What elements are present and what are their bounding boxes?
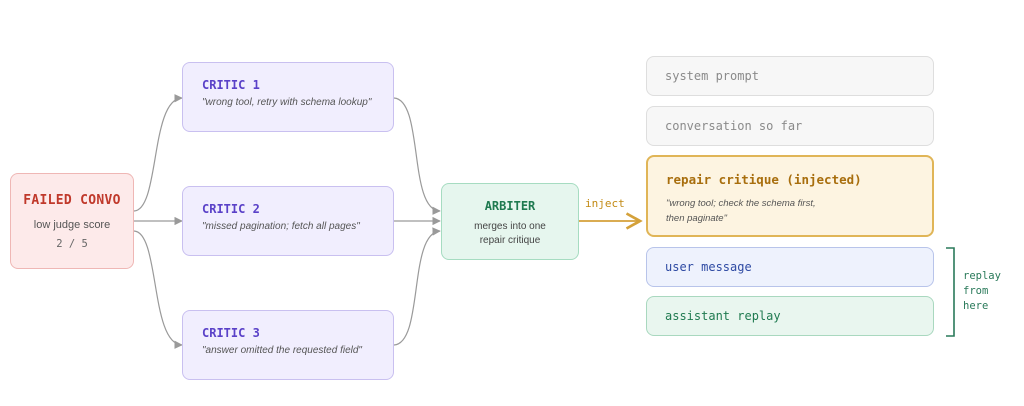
arbiter-desc-line-2: repair critique bbox=[479, 235, 541, 246]
user-message-block: user message bbox=[646, 247, 934, 287]
failed-convo-score: 2 / 5 bbox=[56, 238, 88, 250]
repair-critique-quote: "wrong tool; check the schema first, the… bbox=[666, 196, 816, 226]
replay-label-line-2: from bbox=[963, 285, 989, 297]
edge-failed-to-critic-3 bbox=[133, 230, 183, 349]
failed-convo-subtitle: low judge score bbox=[33, 219, 111, 231]
replay-label-line-1: replay bbox=[963, 270, 1001, 282]
replay-bracket bbox=[946, 247, 955, 337]
repair-quote-line-1: "wrong tool; check the schema first, bbox=[666, 198, 816, 209]
critic-2-quote: "missed pagination; fetch all pages" bbox=[202, 221, 360, 232]
replay-from-here-label: replay from here bbox=[963, 269, 1001, 314]
critic-3-title: CRITIC 3 bbox=[202, 326, 260, 340]
inject-label: inject bbox=[585, 197, 625, 210]
critic-2-title: CRITIC 2 bbox=[202, 202, 260, 216]
critic-1-node: CRITIC 1 "wrong tool, retry with schema … bbox=[182, 62, 394, 132]
critic-2-node: CRITIC 2 "missed pagination; fetch all p… bbox=[182, 186, 394, 256]
critic-3-quote: "answer omitted the requested field" bbox=[202, 345, 362, 356]
failed-convo-node: FAILED CONVO low judge score 2 / 5 bbox=[10, 173, 134, 269]
system-prompt-block: system prompt bbox=[646, 56, 934, 96]
replay-label-line-3: here bbox=[963, 300, 989, 312]
assistant-replay-block: assistant replay bbox=[646, 296, 934, 336]
critic-1-quote: "wrong tool, retry with schema lookup" bbox=[202, 97, 372, 108]
arbiter-desc-line-1: merges into one bbox=[474, 221, 546, 232]
edge-failed-to-critic-1 bbox=[133, 94, 183, 212]
critic-1-title: CRITIC 1 bbox=[202, 78, 260, 92]
edge-critic-1-to-arbiter bbox=[393, 97, 441, 215]
arbiter-title: ARBITER bbox=[484, 199, 536, 213]
arbiter-node: ARBITER merges into one repair critique bbox=[441, 183, 579, 260]
failed-convo-title: FAILED CONVO bbox=[23, 193, 121, 208]
edge-critic-3-to-arbiter bbox=[393, 227, 441, 346]
arbiter-description: merges into one repair critique bbox=[442, 220, 578, 248]
repair-critique-block: repair critique (injected) "wrong tool; … bbox=[646, 155, 934, 237]
conversation-block: conversation so far bbox=[646, 106, 934, 146]
critic-3-node: CRITIC 3 "answer omitted the requested f… bbox=[182, 310, 394, 380]
repair-quote-line-2: then paginate" bbox=[666, 213, 727, 224]
repair-critique-title: repair critique (injected) bbox=[666, 172, 862, 187]
